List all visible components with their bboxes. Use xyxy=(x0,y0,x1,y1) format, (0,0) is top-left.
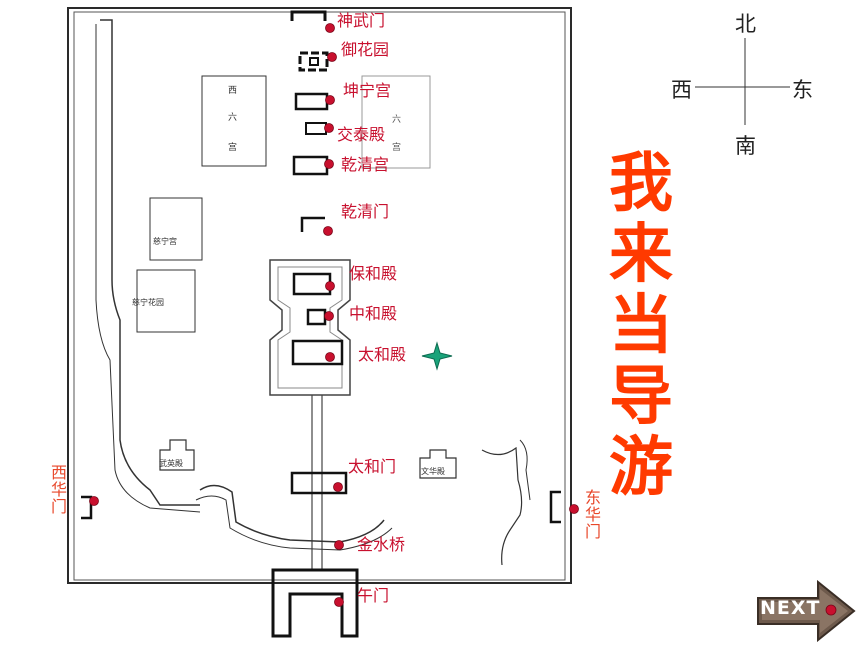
label-taihedian[interactable]: 太和殿 xyxy=(358,345,407,364)
pin-zhonghedian[interactable] xyxy=(324,311,334,321)
svg-text:西: 西 xyxy=(228,85,237,96)
compass-west: 西 xyxy=(671,78,692,102)
label-yuhuayuan[interactable]: 御花园 xyxy=(341,40,390,59)
pin-jinshuiqiao[interactable] xyxy=(334,540,344,550)
compass-north: 北 xyxy=(735,12,756,36)
pin-shenwumen[interactable] xyxy=(325,23,335,33)
pin-qianqinggong[interactable] xyxy=(324,159,334,169)
label-wumen[interactable]: 午门 xyxy=(357,586,390,605)
svg-text:武英殿: 武英殿 xyxy=(159,458,183,468)
label-qianqingmen[interactable]: 乾清门 xyxy=(341,202,390,221)
pin-east-gate[interactable] xyxy=(569,504,579,514)
pin-jiaotaidian[interactable] xyxy=(324,123,334,133)
pin-yuhuayuan[interactable] xyxy=(327,52,337,62)
pin-wumen[interactable] xyxy=(334,597,344,607)
next-button[interactable]: NEXT xyxy=(756,579,856,643)
pin-kunninggong[interactable] xyxy=(325,95,335,105)
pin-baohedian[interactable] xyxy=(325,281,335,291)
compass-east: 东 xyxy=(792,78,813,102)
next-arrow-icon xyxy=(757,579,856,643)
star-marker-icon xyxy=(421,341,453,371)
label-east-gate[interactable]: 东华门 xyxy=(584,488,601,541)
svg-text:慈宁花园: 慈宁花园 xyxy=(132,297,164,307)
svg-text:六: 六 xyxy=(392,113,401,125)
svg-text:宫: 宫 xyxy=(392,141,401,153)
next-label: NEXT xyxy=(760,597,821,619)
label-jiaotaidian[interactable]: 交泰殿 xyxy=(337,125,386,144)
label-shenwumen[interactable]: 神武门 xyxy=(337,11,386,30)
svg-text:文华殿: 文华殿 xyxy=(421,466,445,476)
label-taihemen[interactable]: 太和门 xyxy=(348,457,397,476)
svg-text:六: 六 xyxy=(228,111,237,123)
compass-south: 南 xyxy=(735,134,756,158)
pin-taihemen[interactable] xyxy=(333,482,343,492)
svg-text:慈宁宫: 慈宁宫 xyxy=(153,236,177,246)
pin-west-gate[interactable] xyxy=(89,496,99,506)
label-kunninggong[interactable]: 坤宁宫 xyxy=(343,81,392,100)
pin-qianqingmen[interactable] xyxy=(323,226,333,236)
svg-text:宫: 宫 xyxy=(228,141,237,153)
label-west-gate[interactable]: 西华门 xyxy=(50,463,67,516)
slogan-title: 我来当导游 xyxy=(609,146,673,505)
label-qianqinggong[interactable]: 乾清宫 xyxy=(341,155,390,174)
pin-taihedian[interactable] xyxy=(325,352,335,362)
label-zhonghedian[interactable]: 中和殿 xyxy=(349,304,398,323)
label-jinshuiqiao[interactable]: 金水桥 xyxy=(357,535,406,554)
label-baohedian[interactable]: 保和殿 xyxy=(349,264,398,283)
